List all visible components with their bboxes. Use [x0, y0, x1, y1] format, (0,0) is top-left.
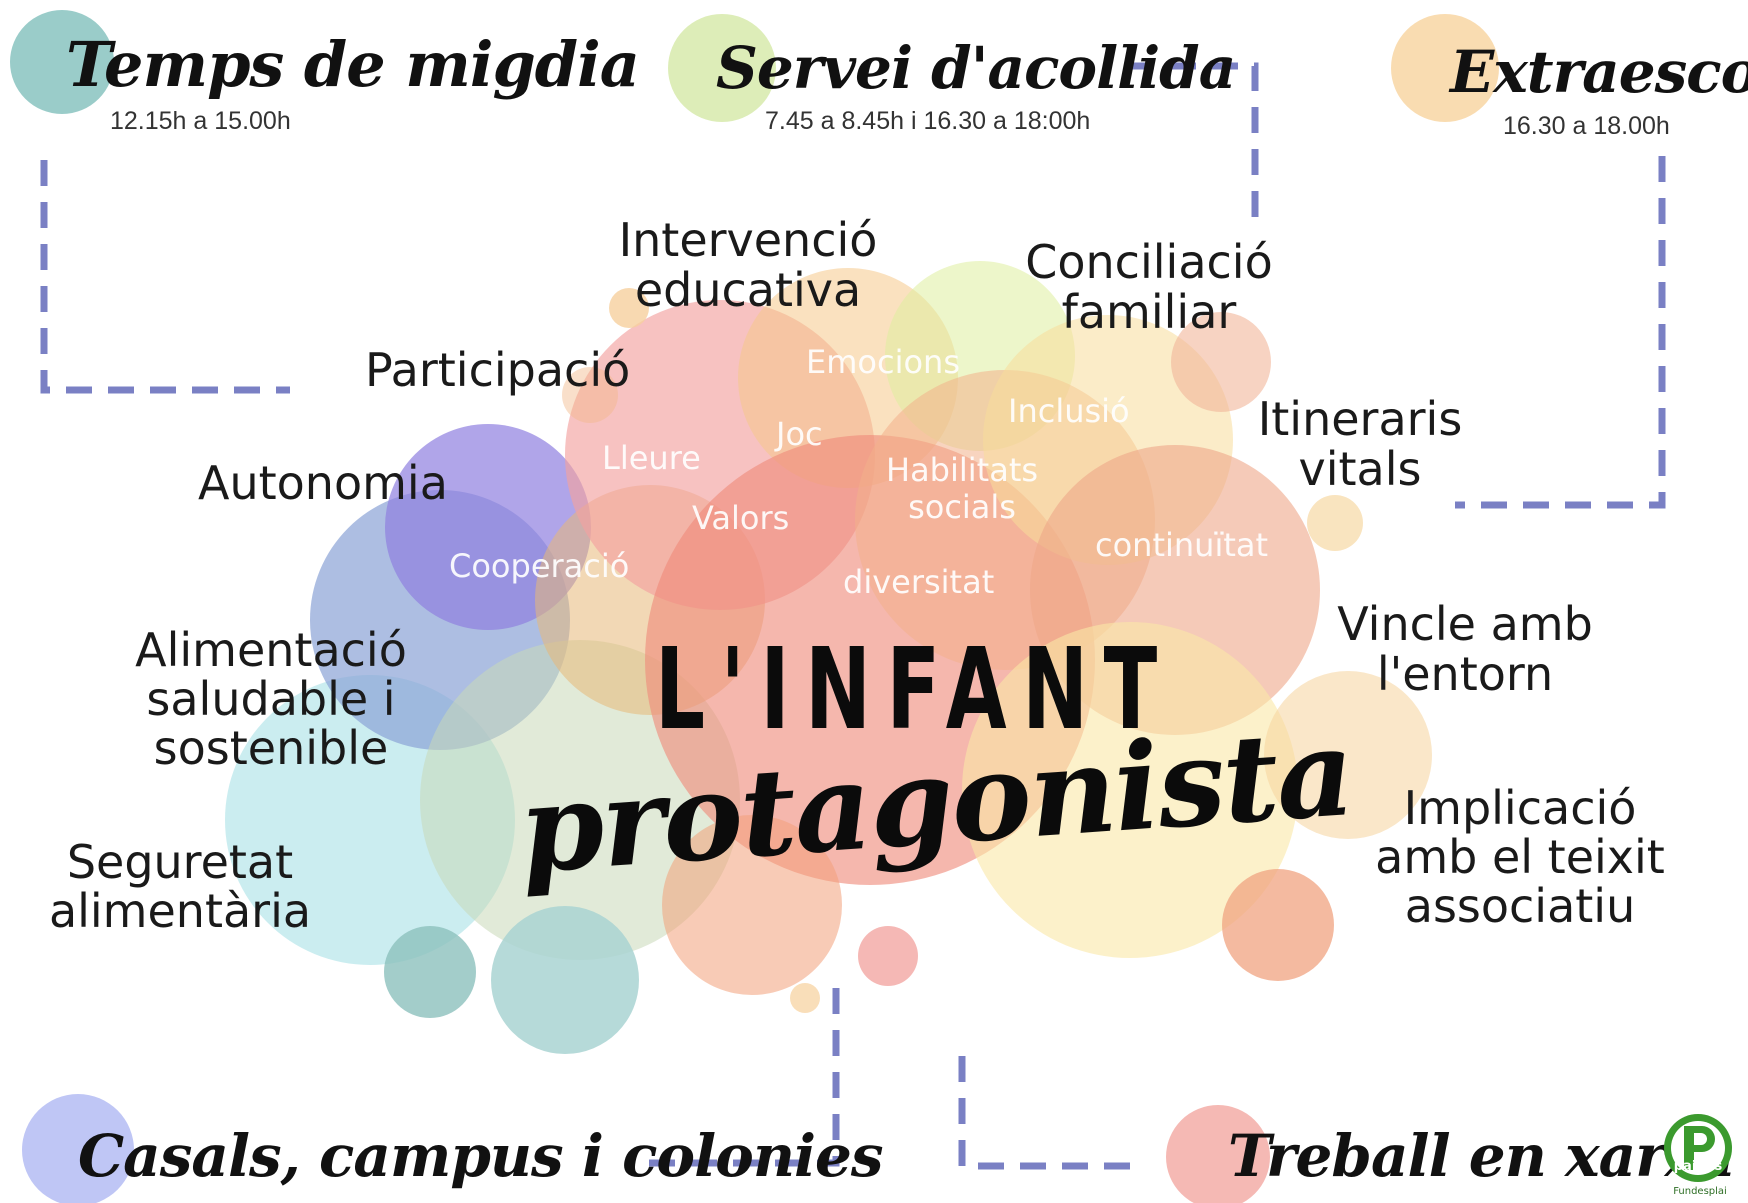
concept-vincle-entorn: Vincle amb l'entorn [1337, 597, 1593, 701]
bubble-c23 [790, 983, 820, 1013]
connector-top-right [1455, 156, 1666, 509]
service-title-treball-xarxa: Treball en xarxa [1228, 1122, 1736, 1190]
paidos-logo: paidos Fundesplai [1664, 1114, 1732, 1197]
logo-text: paidos [1674, 1159, 1723, 1174]
service-time-extraescolars: 16.30 a 18.00h [1503, 112, 1670, 140]
connector-top-left [40, 160, 290, 394]
bubble-c16 [1222, 869, 1334, 981]
bubble-svc-casals [22, 1094, 134, 1203]
concept-intervencio-educativa: Intervenció educativa [618, 213, 878, 317]
bubble-c22 [609, 288, 649, 328]
bubble-svc-temps [10, 10, 114, 114]
bubble-svc-extra [1391, 14, 1499, 122]
concept-participacio: Participació [365, 343, 631, 397]
inner-valors: Valors [692, 499, 790, 537]
inner-cooperacio: Cooperació [449, 547, 630, 585]
inner-lleure: Lleure [602, 439, 701, 477]
bubble-c19 [858, 926, 918, 986]
inner-continuitat: continuïtat [1095, 526, 1269, 564]
bubble-c20 [491, 906, 639, 1054]
inner-diversitat: diversitat [843, 563, 995, 601]
connector-bottom-left [638, 988, 840, 1167]
service-time-temps-migdia: 12.15h a 15.00h [110, 107, 291, 135]
concept-conciliacio-familiar: Conciliació familiar [1025, 235, 1273, 339]
bubble-c18 [662, 815, 842, 995]
service-time-servei-acollida: 7.45 a 8.45h i 16.30 a 18:00h [765, 107, 1091, 135]
bubble-c15 [1171, 312, 1271, 412]
bubble-c13 [962, 622, 1298, 958]
inner-emocions: Emocions [806, 343, 960, 381]
bubble-c21 [384, 926, 476, 1018]
bubble-svc-acollida [668, 14, 776, 122]
inner-habilitats-socials: Habilitats socials [886, 451, 1039, 526]
bubble-c14 [1264, 671, 1432, 839]
bubble-c24 [562, 367, 618, 423]
service-title-extraescolars: Extraescolars [1450, 38, 1748, 106]
connector-bottom-right [958, 1056, 1145, 1170]
concept-seguretat-alimentaria: Seguretat alimentària [48, 835, 312, 938]
connector-top-center [1128, 62, 1259, 222]
bubble-c17 [1307, 495, 1363, 551]
concept-alimentacio-saludable: Alimentació saludable i sostenible [135, 623, 407, 776]
concept-implicacio-teixit: Implicació amb el teixit associatiu [1375, 781, 1665, 934]
concept-itineraris-vitals: Itineraris vitals [1257, 392, 1463, 496]
service-title-casals: Casals, campus i colonies [78, 1122, 884, 1190]
service-title-temps-migdia: Temps de migdia [66, 28, 640, 101]
inner-inclusio: Inclusió [1008, 392, 1130, 430]
inner-joc: Joc [776, 415, 823, 453]
service-title-servei-acollida: Servei d'acollida [716, 34, 1236, 102]
concept-autonomia: Autonomia [198, 456, 448, 510]
logo-subtext: Fundesplai [1673, 1186, 1727, 1197]
bubble-svc-treball [1166, 1105, 1270, 1203]
